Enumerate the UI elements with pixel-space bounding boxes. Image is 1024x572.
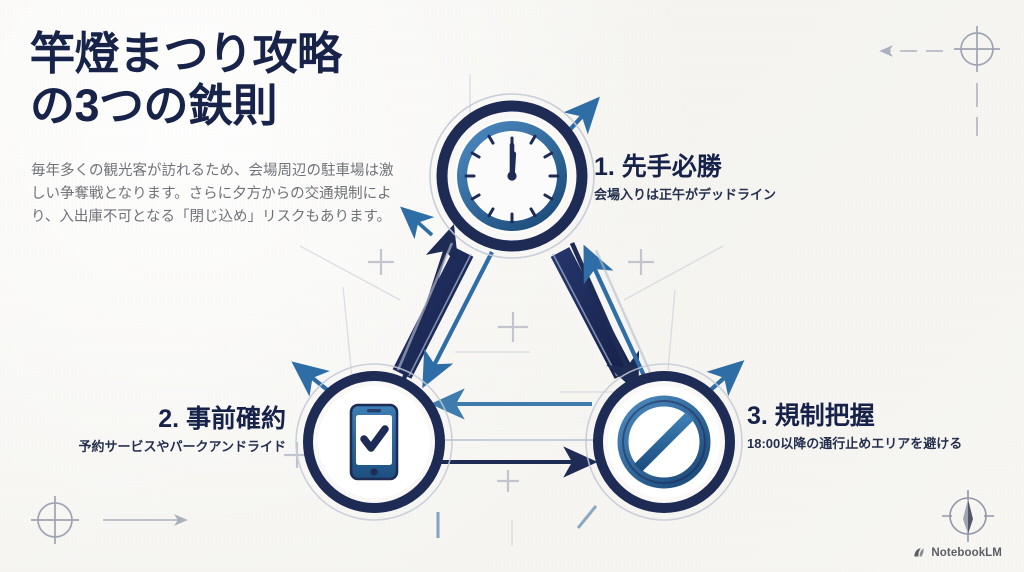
title-line-1: 竿燈まつり攻略: [30, 28, 342, 79]
node-label-3: 3. 規制把握 18:00以降の通行止めエリアを避ける: [747, 401, 962, 454]
node-1-subtitle: 会場入りは正午がデッドライン: [594, 187, 777, 202]
check-mark-icon: [360, 425, 389, 452]
node-label-2: 2. 事前確約 予約サービスやパークアンドライド: [48, 404, 286, 457]
clock-center-pin: [507, 171, 517, 181]
watermark-label: NotebookLM: [931, 547, 1002, 559]
no-entry-slash: [634, 412, 694, 472]
compass-bottom-right: [942, 490, 994, 542]
arrow-right-down: [569, 242, 640, 394]
arrow-out-topright: [563, 96, 600, 136]
node-phone[interactable]: [295, 363, 453, 521]
arrow-right-guide: [594, 249, 652, 373]
arrow-left-guide: [396, 242, 454, 371]
node-no-entry[interactable]: [585, 363, 743, 521]
arrow-out-right: [704, 360, 745, 397]
title-line-2: の3つの鉄則: [30, 80, 278, 131]
no-entry-icon: [617, 395, 711, 489]
noentry-outer-guide-ring: [585, 363, 743, 521]
noentry-navy-ring: [593, 371, 735, 513]
construction-lines: [299, 74, 724, 546]
phone-outer-guide-ring: [295, 363, 453, 521]
notebooklm-logo-icon: [914, 548, 925, 557]
phone-navy-ring: [303, 371, 445, 513]
clock-blue-ring: [457, 121, 567, 231]
node-label-1: 1. 先手必勝 会場入りは正午がデッドライン: [594, 152, 776, 205]
arrow-out-left-upper: [400, 206, 435, 240]
lead-paragraph: 毎年多くの観光客が訪れるため、会場周辺の駐車場は激しい争奪戦となります。さらに夕…: [31, 163, 394, 225]
clock-outer-guide-ring: [429, 93, 595, 259]
arrow-left-down: [422, 251, 494, 389]
smartphone-check-icon: [349, 403, 399, 481]
clock-ticks: [464, 134, 560, 224]
node-2-subtitle: 予約サービスやパークアンドライド: [78, 439, 286, 454]
notebooklm-watermark: NotebookLM: [912, 546, 1002, 560]
arrow-right-up: [583, 244, 648, 381]
blueprint-decorations: [284, 74, 724, 546]
node-clock[interactable]: [429, 93, 595, 259]
flow-arrows: [396, 224, 652, 478]
node-3-title: 3. 規制把握: [747, 402, 875, 430]
outward-arrows: [291, 96, 745, 538]
node-1-title: 1. 先手必勝: [594, 153, 722, 181]
arrow-out-bottom-mid: [576, 505, 598, 529]
arrow-left-up: [399, 224, 459, 386]
arrow-out-topleft: [291, 361, 332, 397]
node-3-subtitle: 18:00以降の通行止めエリアを避ける: [747, 436, 963, 451]
crosshair-top-right: [954, 26, 1000, 72]
page-title: 竿燈まつり攻略 の3つの鉄則: [30, 28, 460, 132]
node-2-title: 2. 事前確約: [158, 405, 286, 433]
clock-navy-ring: [436, 100, 588, 252]
crosshair-bottom-left: [31, 496, 79, 544]
